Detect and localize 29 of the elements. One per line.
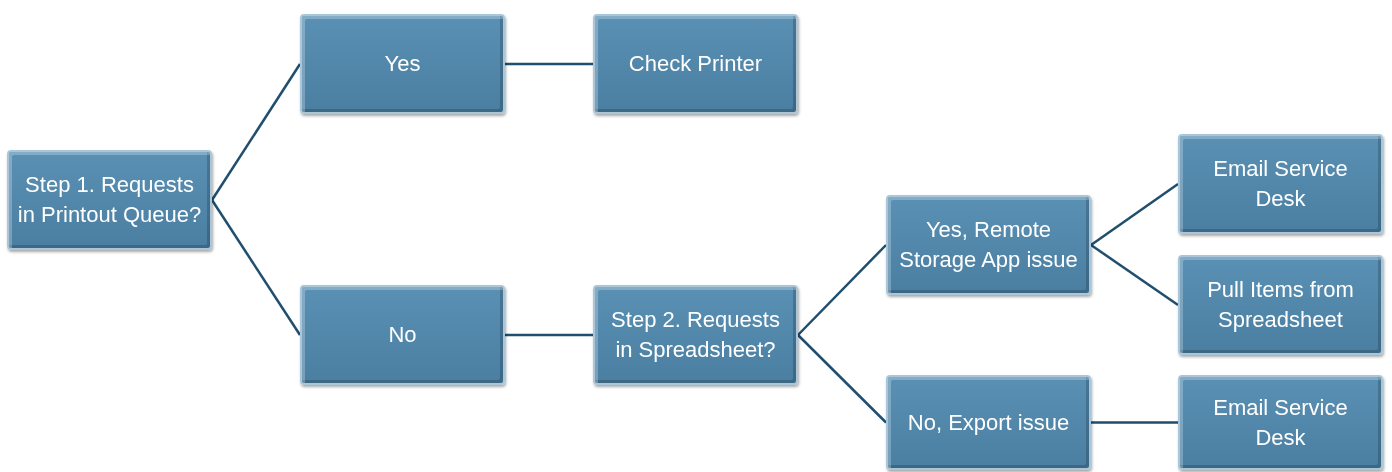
process-box (1178, 375, 1383, 470)
box-label: Email Service Desk (1212, 155, 1349, 213)
connector-line (505, 62, 593, 66)
box-label: Pull Items from Spreadsheet (1206, 276, 1355, 334)
process-box (1178, 255, 1383, 355)
box-label: No (388, 321, 417, 349)
connector-line (210, 63, 302, 201)
box-label: Step 1. Requests in Printout Queue? (16, 171, 203, 229)
process-box (300, 14, 505, 114)
process-box (593, 14, 798, 114)
connector-line (797, 244, 887, 336)
box-label: No, Export issue (907, 408, 1070, 437)
box-label: Step 2. Requests in Spreadsheet? (610, 306, 781, 364)
process-box (1178, 134, 1383, 234)
connector-line (1091, 421, 1178, 424)
box-label: Yes, Remote Storage App issue (898, 216, 1079, 274)
connector-line (797, 334, 887, 424)
process-box (886, 375, 1091, 470)
box-label: Yes (384, 50, 421, 78)
connector-line (1090, 243, 1179, 307)
box-label: Email Service Desk (1212, 393, 1349, 452)
process-box (300, 285, 505, 385)
process-box (7, 150, 212, 250)
connector-line (210, 199, 302, 336)
connector-line (1090, 182, 1179, 247)
process-box (593, 285, 798, 385)
box-label: Check Printer (628, 50, 763, 78)
process-box (886, 195, 1091, 295)
connector-line (505, 333, 593, 337)
